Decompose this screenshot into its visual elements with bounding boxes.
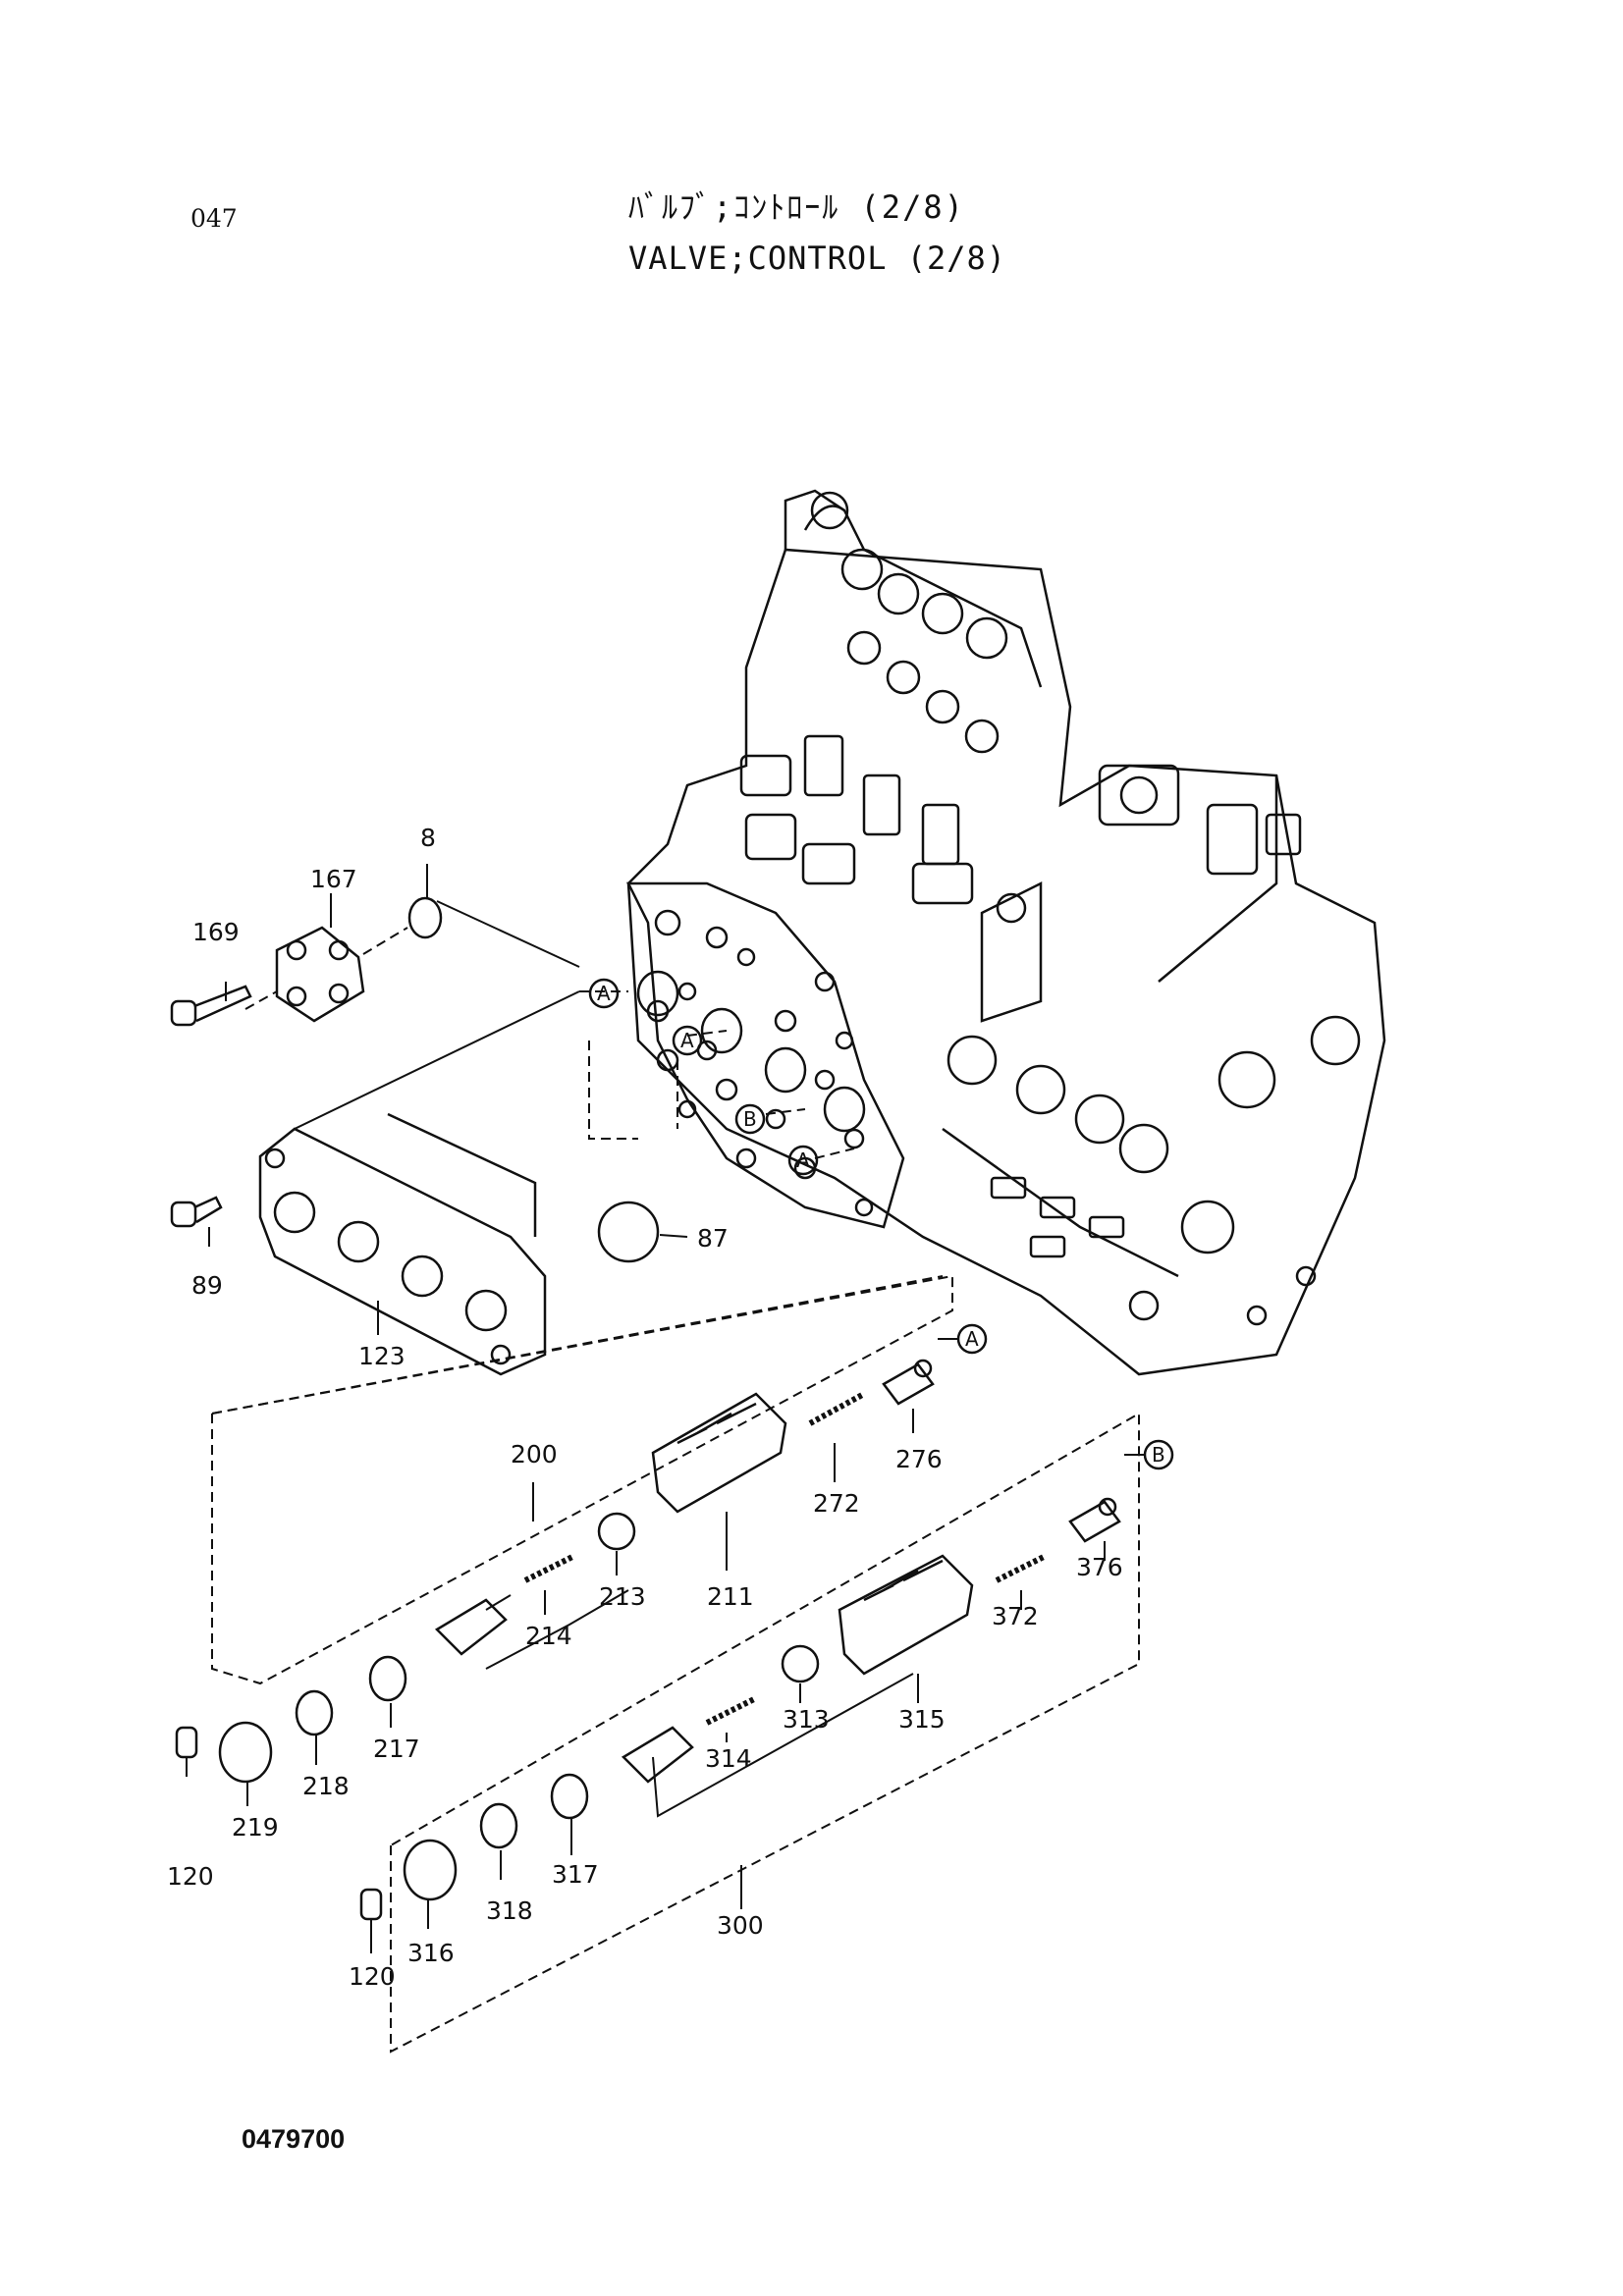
label-313: 313 [783, 1705, 830, 1734]
label-211: 211 [707, 1582, 754, 1611]
label-376: 376 [1076, 1553, 1123, 1581]
label-218: 218 [302, 1772, 350, 1800]
leader-87 [659, 1234, 688, 1238]
callout-A-2: A [680, 1029, 694, 1052]
leader-plate-to-body [436, 900, 580, 968]
o-ring-8 [407, 896, 443, 939]
bolt-89 [170, 1196, 223, 1228]
spool-assembly-300 [359, 1412, 1140, 2054]
label-167: 167 [310, 865, 357, 893]
label-120-a: 120 [167, 1862, 214, 1891]
cover-plate-167 [275, 926, 365, 1023]
callout-B-2: B [1152, 1443, 1165, 1467]
port-callouts-lower: A B [938, 1323, 1174, 1470]
leader-plate-123-body [294, 990, 580, 1130]
page-number: 047 [190, 204, 238, 233]
title-japanese: ﾊﾞﾙﾌﾞ;ｺﾝﾄﾛｰﾙ (2/8) [628, 188, 965, 226]
label-317: 317 [552, 1860, 599, 1889]
port-callouts: A A B A [588, 978, 819, 1176]
part-labels: 167 8 169 87 89 123 200 276 272 213 211 … [167, 824, 1123, 1991]
callout-A-3: A [796, 1148, 810, 1172]
valve-right-section [942, 764, 1361, 1326]
valve-body: A A B A [579, 489, 1386, 1376]
label-123: 123 [358, 1342, 406, 1370]
label-315: 315 [898, 1705, 946, 1734]
cover-plate-123 [258, 1112, 547, 1376]
title-english: VALVE;CONTROL (2/8) [628, 240, 1007, 277]
label-276: 276 [895, 1445, 943, 1473]
label-272: 272 [813, 1489, 860, 1518]
callout-A-4: A [965, 1327, 979, 1351]
document-code: 0479700 [242, 2124, 346, 2154]
label-200: 200 [511, 1440, 558, 1468]
label-318: 318 [486, 1896, 533, 1925]
label-87: 87 [697, 1224, 729, 1253]
leader-dashed-167-8 [244, 927, 408, 1010]
label-120-b: 120 [349, 1962, 396, 1991]
callout-A-1: A [597, 982, 611, 1005]
bolt-169 [170, 985, 252, 1027]
label-169: 169 [192, 918, 240, 946]
spool-assembly-200 [175, 1274, 953, 1784]
label-314: 314 [705, 1744, 752, 1773]
label-219: 219 [232, 1813, 279, 1842]
callout-B-1: B [743, 1107, 757, 1131]
label-372: 372 [992, 1602, 1039, 1630]
label-217: 217 [373, 1735, 420, 1763]
label-316: 316 [407, 1939, 455, 1967]
valve-port-leaders [579, 990, 855, 1159]
label-214: 214 [525, 1622, 572, 1650]
relief-valve-caps [739, 734, 974, 905]
label-300: 300 [717, 1911, 764, 1940]
label-8: 8 [420, 824, 436, 852]
label-213: 213 [599, 1582, 646, 1611]
valve-left-face [625, 881, 905, 1229]
o-ring-87 [597, 1201, 660, 1263]
label-89: 89 [191, 1271, 223, 1300]
label-leaders [186, 864, 1106, 1953]
